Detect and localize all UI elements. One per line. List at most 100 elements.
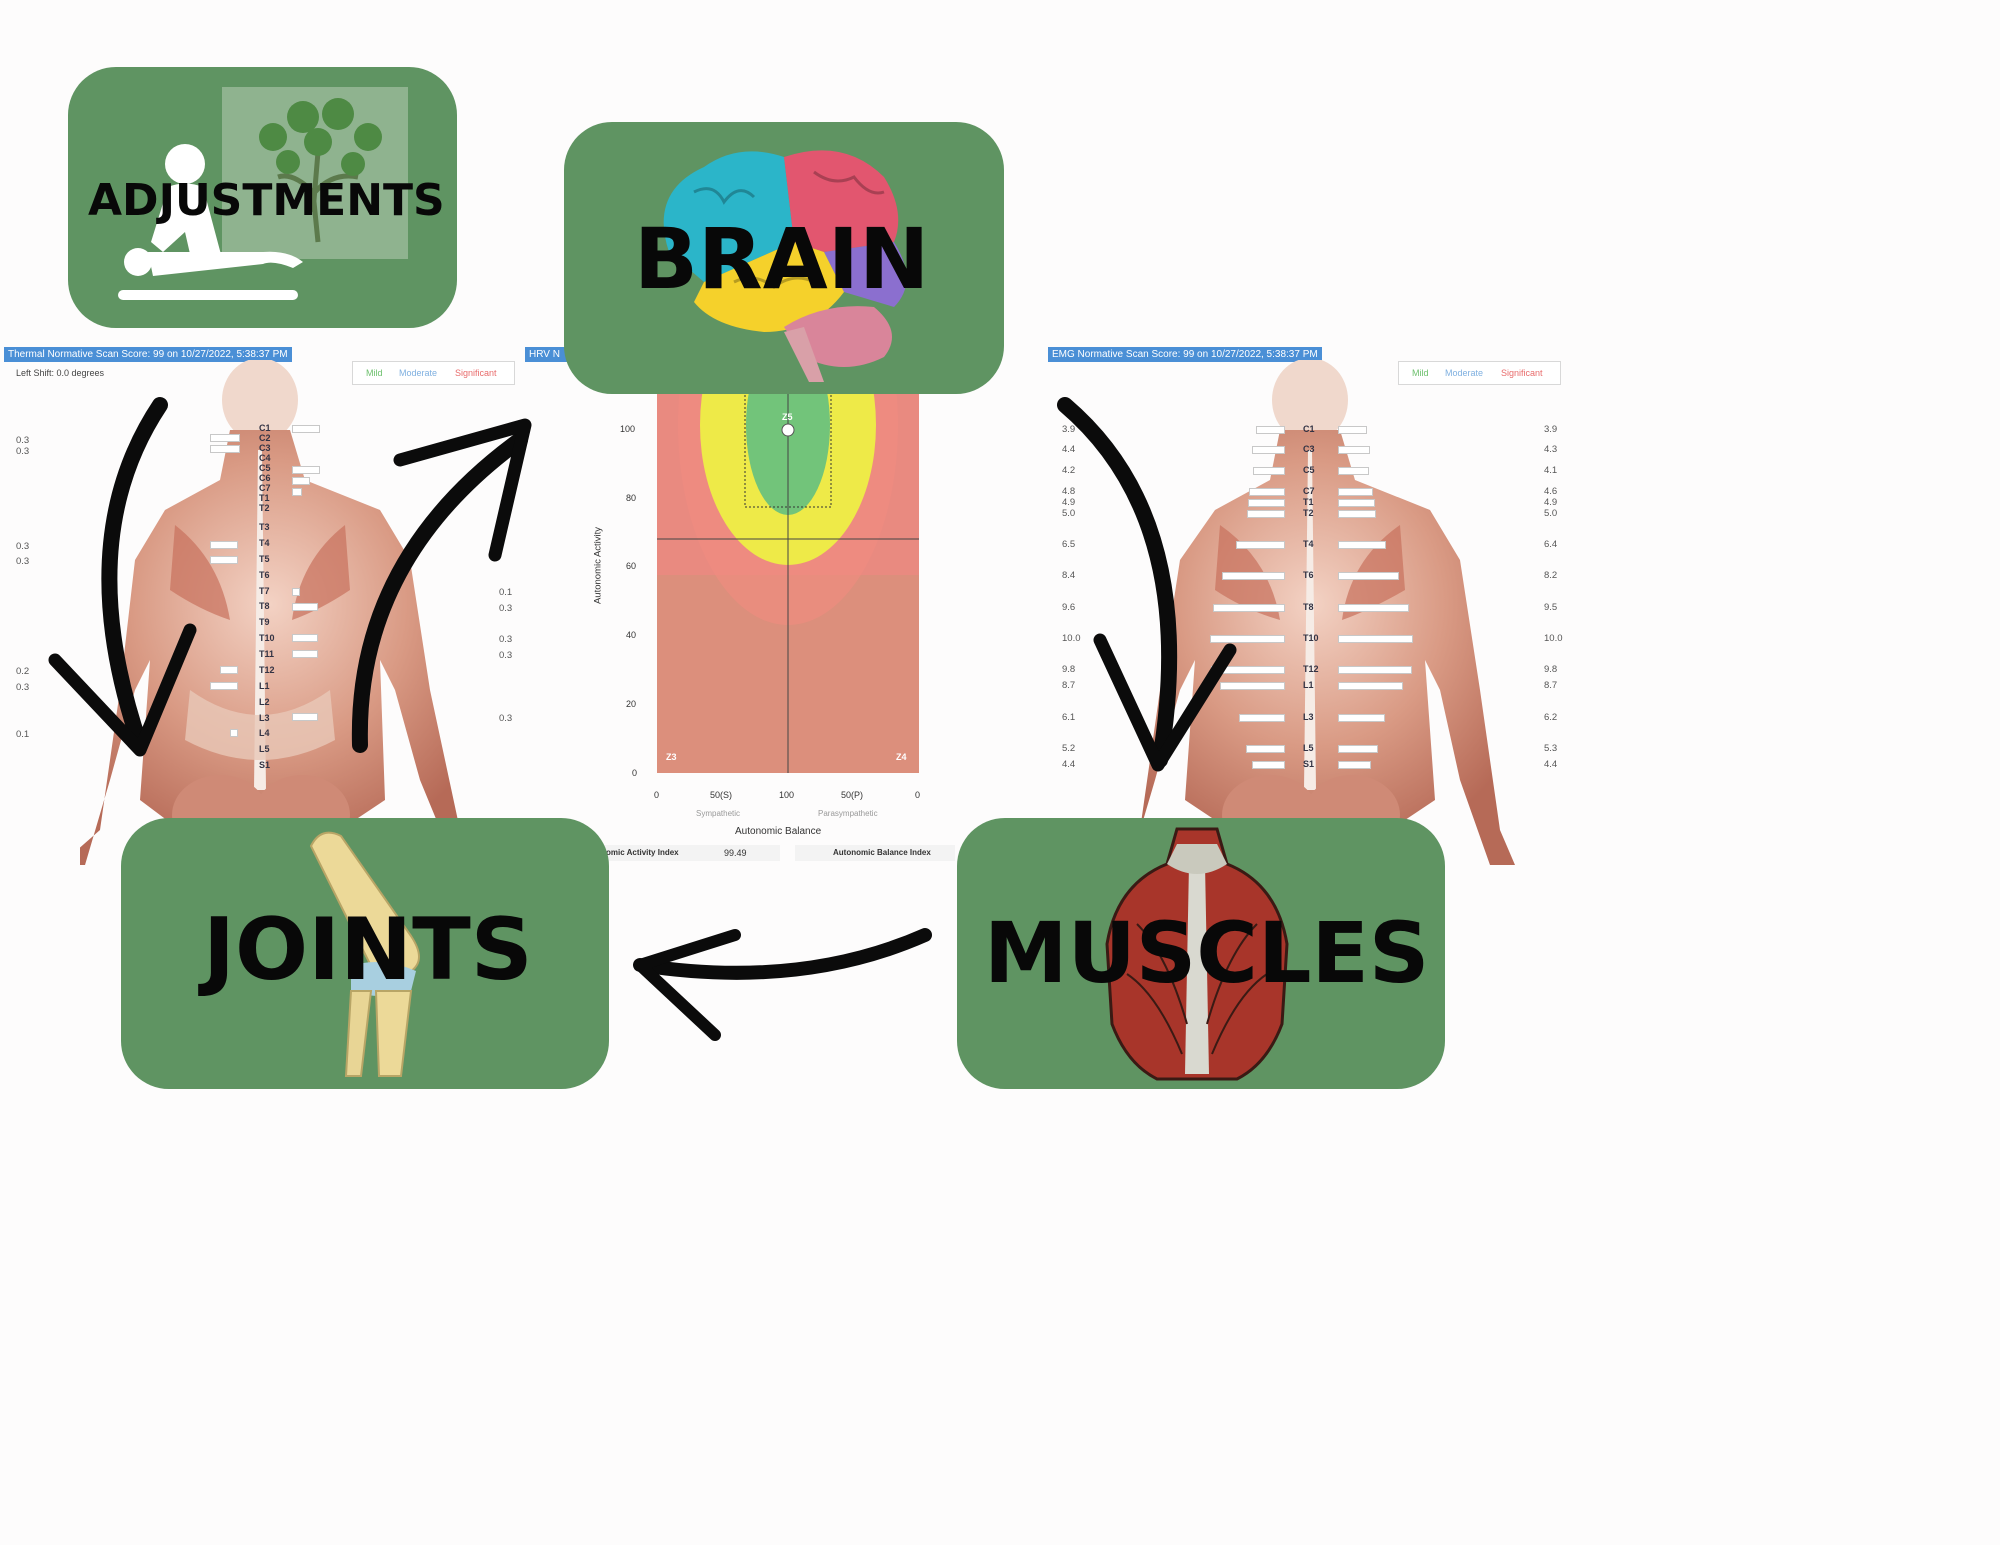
emg-left-bar xyxy=(1239,714,1285,722)
x-axis-label: Autonomic Balance xyxy=(735,826,822,837)
emg-right-bar xyxy=(1338,488,1373,496)
emg-right-value: 8.7 xyxy=(1544,680,1558,691)
thermal-vertebra-label: C2 xyxy=(259,433,271,443)
brain-icon xyxy=(663,150,907,382)
thermal-vertebra-label: T12 xyxy=(259,665,275,675)
thermal-bar xyxy=(292,603,318,611)
emg-right-bar xyxy=(1338,666,1412,674)
emg-left-bar xyxy=(1253,467,1285,475)
emg-left-bar xyxy=(1220,682,1285,690)
thermal-vertebra-label: T11 xyxy=(259,649,275,659)
emg-left-bar xyxy=(1213,604,1285,612)
thermal-bar xyxy=(230,729,238,737)
thermal-bar xyxy=(292,477,310,485)
emg-vertebra-label: T12 xyxy=(1303,664,1319,674)
muscles-card: MUSCLES xyxy=(957,818,1445,1089)
emg-left-bar xyxy=(1210,635,1285,643)
thermal-bar xyxy=(210,434,240,442)
emg-left-value: 4.8 xyxy=(1062,486,1076,497)
emg-left-value: 4.2 xyxy=(1062,465,1076,476)
thermal-vertebra-label: T7 xyxy=(259,586,270,596)
emg-right-bar xyxy=(1338,499,1375,507)
emg-right-value: 3.9 xyxy=(1544,424,1558,435)
thermal-vertebra-label: C4 xyxy=(259,453,271,463)
x-tick: 0 xyxy=(915,790,921,800)
emg-right-value: 6.4 xyxy=(1544,539,1558,550)
emg-left-bar xyxy=(1252,446,1285,454)
emg-left-value: 9.8 xyxy=(1062,664,1076,675)
curved-arrow-icon xyxy=(1057,397,1178,768)
emg-left-bar xyxy=(1247,510,1285,518)
curved-arrow-icon xyxy=(633,928,932,980)
emg-right-value: 10.0 xyxy=(1544,633,1563,644)
emg-right-value: 5.3 xyxy=(1544,743,1558,754)
emg-right-bar xyxy=(1338,714,1385,722)
thermal-scan-header: Thermal Normative Scan Score: 99 on 10/2… xyxy=(4,347,292,362)
emg-right-bar xyxy=(1338,467,1369,475)
emg-right-value: 9.5 xyxy=(1544,602,1558,613)
emg-right-value: 8.2 xyxy=(1544,570,1558,581)
muscle-torso-icon xyxy=(1105,827,1289,1081)
activity-index-row: omic Activity Index 99.49 xyxy=(600,845,780,861)
emg-left-bar xyxy=(1246,745,1285,753)
x-tick: 0 xyxy=(654,790,660,800)
emg-right-bar xyxy=(1338,745,1378,753)
thermal-bar xyxy=(210,445,240,453)
emg-right-bar xyxy=(1338,572,1399,580)
emg-vertebra-label: L3 xyxy=(1303,712,1314,722)
emg-right-bar xyxy=(1338,541,1386,549)
thermal-bar xyxy=(210,682,238,690)
emg-left-value: 4.4 xyxy=(1062,444,1076,455)
thermal-bar xyxy=(292,634,318,642)
legend-significant: Significant xyxy=(455,368,497,378)
hrv-zone-chart xyxy=(657,385,919,773)
emg-left-value: 6.1 xyxy=(1062,712,1076,723)
thermal-left-value: 0.3 xyxy=(16,435,30,446)
emg-vertebra-label: T10 xyxy=(1303,633,1319,643)
thermal-vertebra-label: C3 xyxy=(259,443,271,453)
thermal-bar xyxy=(292,488,302,496)
emg-left-bar xyxy=(1249,488,1285,496)
thermal-right-value: 0.3 xyxy=(499,603,513,614)
emg-left-bar xyxy=(1256,426,1285,434)
balance-index-row: Autonomic Balance Index xyxy=(795,845,955,861)
legend-moderate: Moderate xyxy=(1445,368,1484,378)
arrows-layer xyxy=(48,397,1237,1041)
y-tick: 40 xyxy=(626,630,637,640)
emg-vertebra-label: C3 xyxy=(1303,444,1315,454)
thermal-bar xyxy=(292,425,320,433)
thermal-vertebra-label: L2 xyxy=(259,697,270,707)
thermal-left-value: 0.3 xyxy=(16,556,30,567)
x-tick: 50(P) xyxy=(841,790,864,800)
emg-left-value: 4.4 xyxy=(1062,759,1076,770)
emg-right-value: 4.9 xyxy=(1544,497,1558,508)
thermal-vertebra-label: L4 xyxy=(259,728,270,738)
emg-right-value: 4.3 xyxy=(1544,444,1558,455)
thermal-vertebra-label: T1 xyxy=(259,493,270,503)
joints-card: JOINTS xyxy=(121,818,609,1089)
legend-moderate: Moderate xyxy=(399,368,438,378)
adjustments-card: ADJUSTMENTS xyxy=(68,67,457,328)
emg-right-bar xyxy=(1338,682,1403,690)
thermal-vertebra-label: C5 xyxy=(259,463,271,473)
emg-left-value: 4.9 xyxy=(1062,497,1076,508)
emg-vertebra-label: C5 xyxy=(1303,465,1315,475)
y-tick: 80 xyxy=(626,493,637,503)
emg-right-value: 6.2 xyxy=(1544,712,1558,723)
thermal-right-value: 0.1 xyxy=(499,587,513,598)
thermal-vertebra-label: T10 xyxy=(259,633,275,643)
thermal-vertebra-label: C1 xyxy=(259,423,271,433)
emg-right-bar xyxy=(1338,761,1371,769)
thermal-right-value: 0.3 xyxy=(499,650,513,661)
thermal-left-value: 0.3 xyxy=(16,682,30,693)
activity-index-label: omic Activity Index xyxy=(606,848,679,857)
thermal-vertebra-label: T4 xyxy=(259,538,270,548)
thermal-bar xyxy=(292,466,320,474)
curved-arrow-icon xyxy=(101,397,168,753)
x-tick: 100 xyxy=(779,790,795,800)
thermal-vertebra-label: T5 xyxy=(259,554,270,564)
emg-vertebra-label: T4 xyxy=(1303,539,1314,549)
thermal-vertebra-label: T9 xyxy=(259,617,270,627)
emg-left-value: 8.7 xyxy=(1062,680,1076,691)
thermal-bar xyxy=(220,666,238,674)
